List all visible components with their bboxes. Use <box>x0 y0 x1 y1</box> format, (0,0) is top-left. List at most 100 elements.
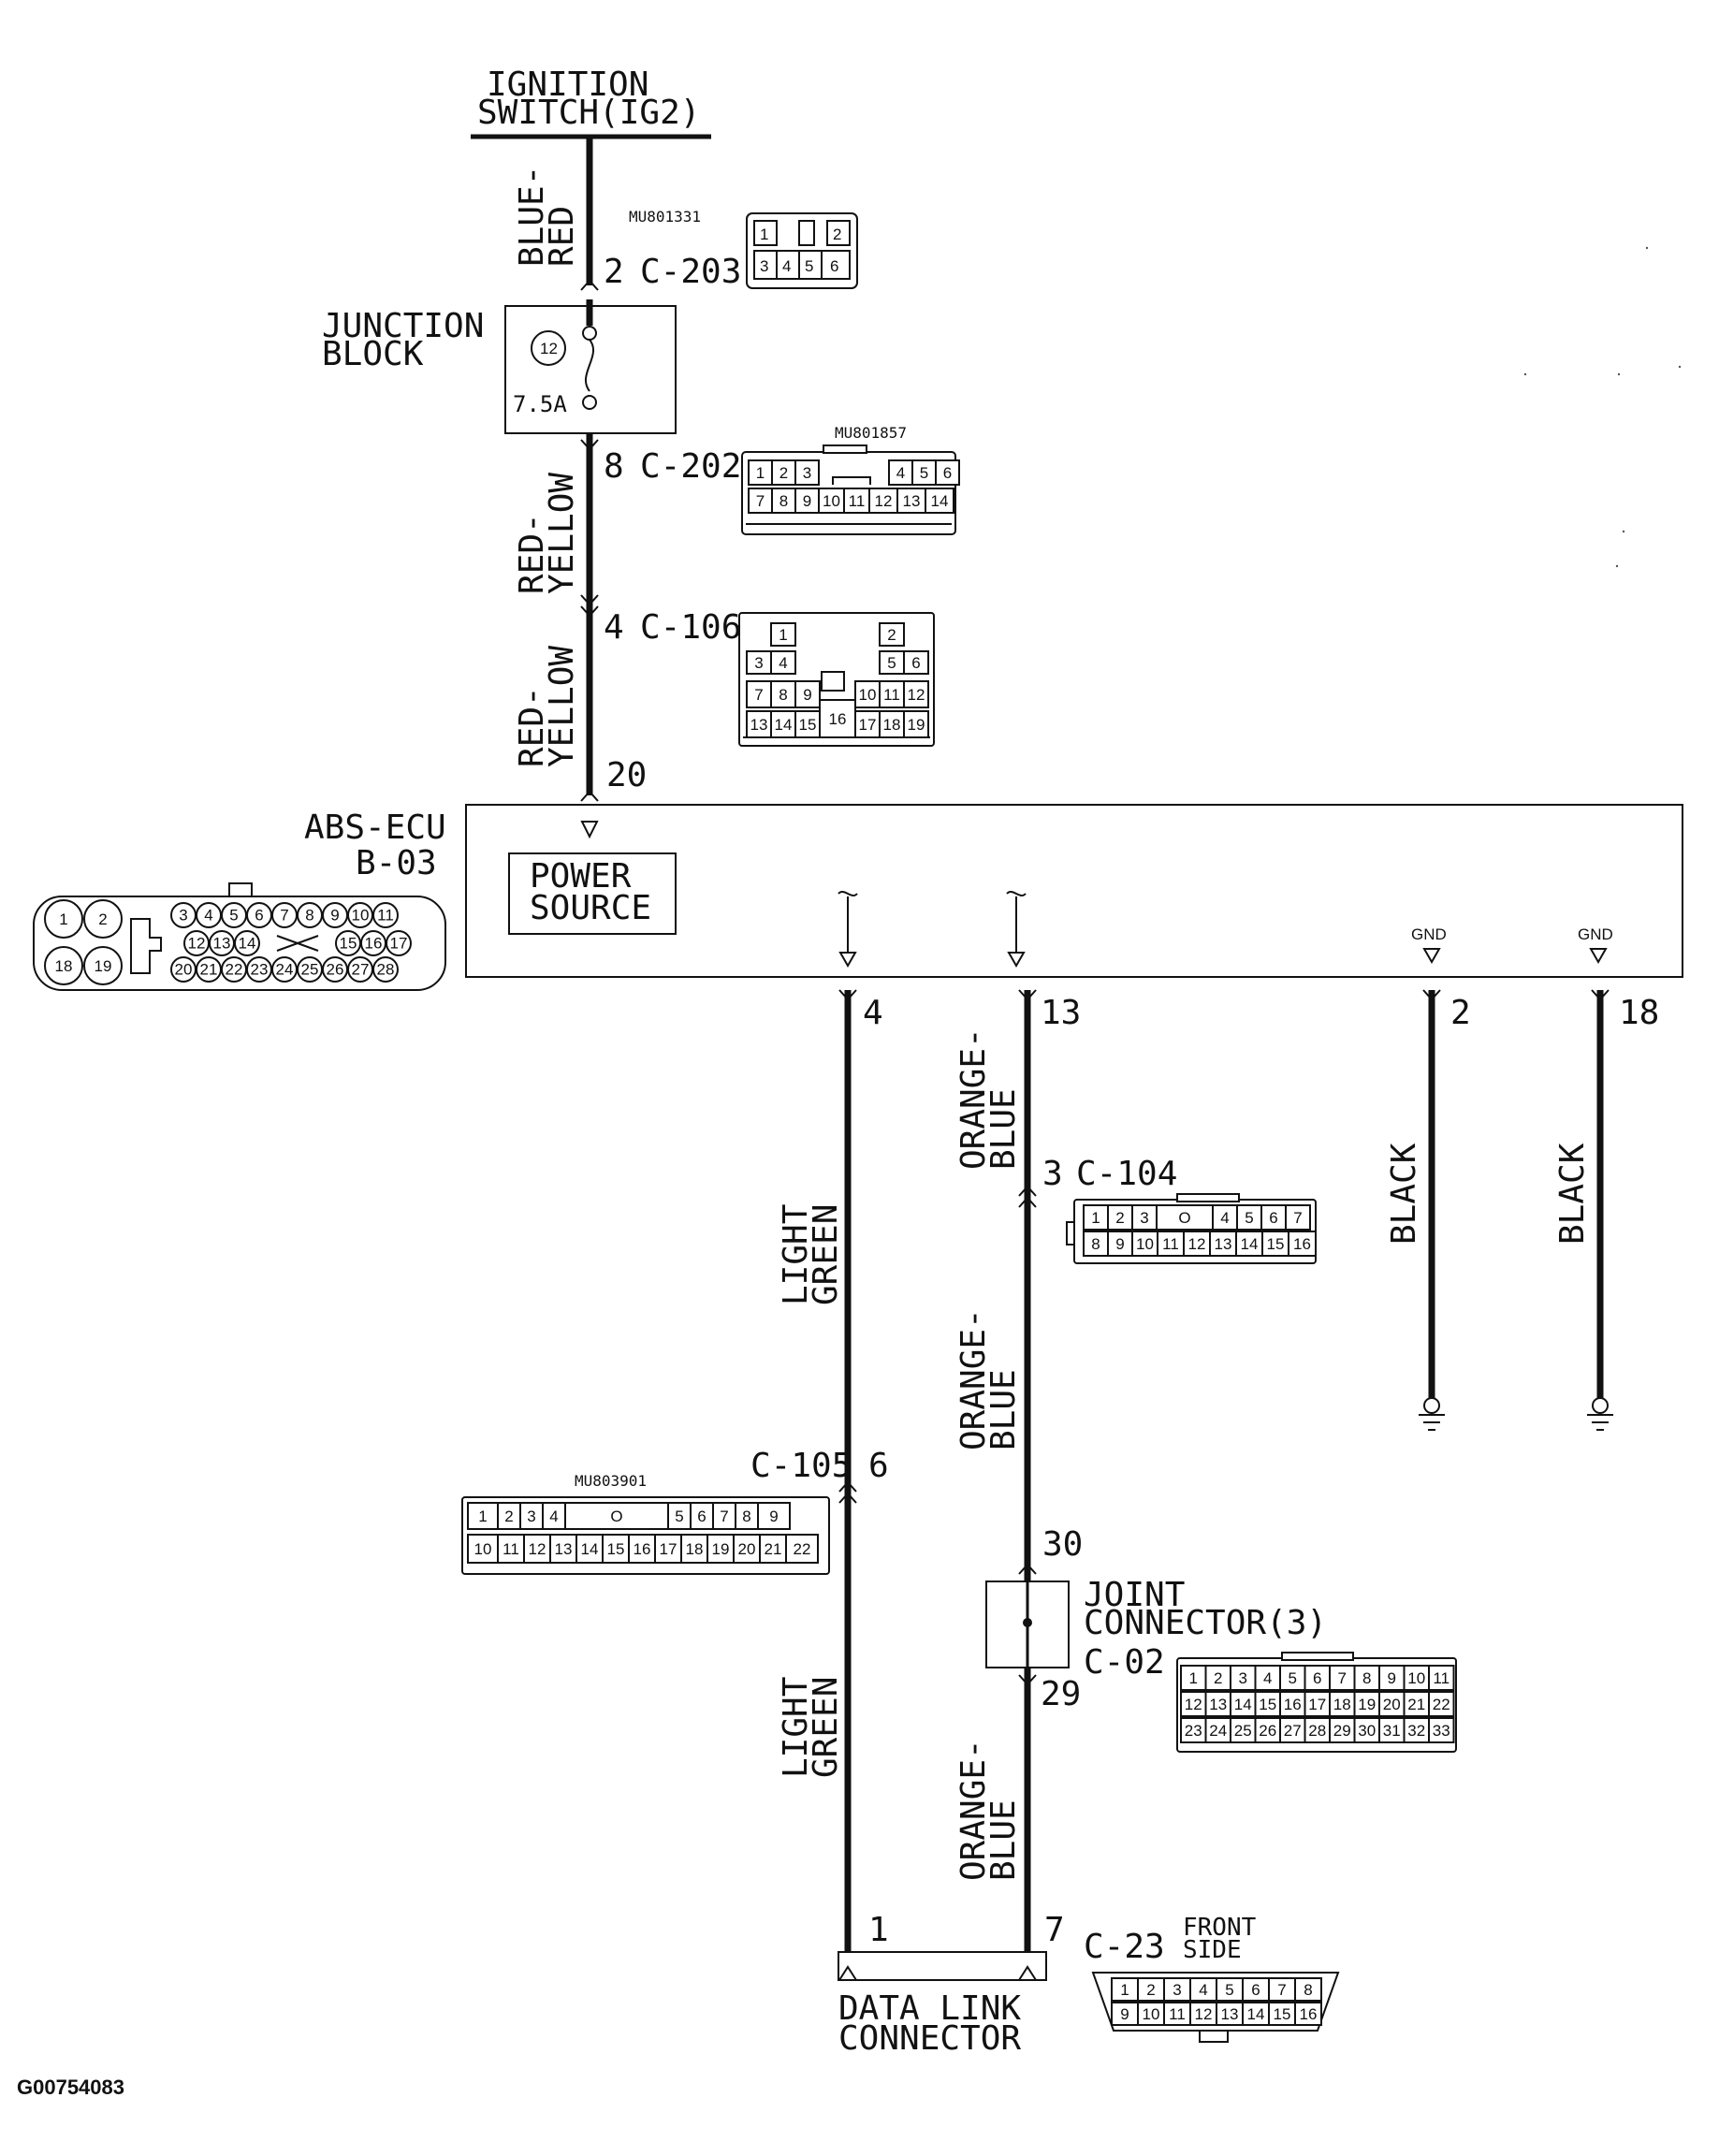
pin-number: 19 <box>1358 1696 1376 1713</box>
pin-cell <box>785 1534 819 1564</box>
pin-jc-out: 29 <box>1041 1675 1081 1713</box>
pin-cell <box>1261 1231 1289 1257</box>
pin-cell <box>1268 1977 1296 2002</box>
pin-number: 25 <box>301 960 319 978</box>
fuse-icon <box>584 339 595 392</box>
pin-number: 20 <box>738 1540 756 1558</box>
pin-cell <box>549 1534 577 1564</box>
pin-cell <box>1329 1665 1356 1691</box>
connector-mu801331: 1 2 3 4 5 6 <box>746 212 858 289</box>
fuse-number: 12 <box>540 340 558 357</box>
pin-number: 19 <box>908 716 925 734</box>
pin-cell <box>819 699 856 738</box>
pin-number: 2 <box>779 464 788 482</box>
pin-cell <box>1209 1231 1237 1257</box>
pin-number: 12 <box>1188 1235 1206 1253</box>
pin-number: 3 <box>527 1508 535 1525</box>
pin-number: 21 <box>765 1540 782 1558</box>
pin-number: 7 <box>754 686 763 704</box>
wire-label-orange-blue-2a: ORANGE- <box>954 1308 993 1450</box>
pin-number: 27 <box>1284 1722 1302 1740</box>
key-notch <box>832 476 871 485</box>
pin-cell <box>1428 1665 1455 1691</box>
pin-cell <box>770 622 796 647</box>
pin-cell <box>1353 1665 1380 1691</box>
pin-cell <box>903 650 929 675</box>
wire-label-orange-blue-3a: ORANGE- <box>954 1739 993 1881</box>
ecu-code: B-03 <box>356 844 437 882</box>
pin-cell <box>771 459 796 486</box>
fuse-terminal-top <box>582 326 597 341</box>
dlc-label-1: DATA LINK <box>838 1989 1021 2028</box>
connector-c02: C-02 <box>1084 1643 1165 1682</box>
pin-number: 11 <box>1162 1235 1179 1253</box>
pin-cell <box>925 488 954 514</box>
pin-mark-gnd1 <box>1422 989 1441 1001</box>
pin-cell <box>1285 1204 1311 1231</box>
connector-c104: C-104 <box>1076 1155 1177 1193</box>
pin: 2 <box>833 226 841 243</box>
pin-number: 4 <box>204 906 212 924</box>
pin-number: 4 <box>1263 1669 1272 1687</box>
pin-number: 27 <box>352 960 370 978</box>
pin-number: 32 <box>1407 1722 1425 1740</box>
pin: 1 <box>760 226 768 243</box>
pin-number: 8 <box>1091 1235 1100 1253</box>
pin: 6 <box>830 257 838 275</box>
pin-cell <box>628 1534 656 1564</box>
connector-c202: C-202 <box>640 447 741 486</box>
pin-number: 11 <box>1433 1669 1449 1687</box>
pin-number: 31 <box>1383 1722 1401 1740</box>
pin-number: 5 <box>1225 1981 1233 1999</box>
pin-number: 14 <box>775 716 793 734</box>
pin-number: 16 <box>634 1540 651 1558</box>
pin-number: 10 <box>474 1540 492 1558</box>
pin-number: 3 <box>803 464 811 482</box>
junction-block-label-1: JUNCTION <box>322 307 484 345</box>
pin-cell <box>854 680 881 708</box>
pin-c202: 8 <box>604 447 624 486</box>
part-number-mu801331: MU801331 <box>629 208 701 226</box>
pin-number: 14 <box>931 492 949 510</box>
pin-cell <box>1230 1691 1257 1717</box>
pin-number: 28 <box>377 960 395 978</box>
pin-cell <box>746 710 772 738</box>
pin-number: 33 <box>1433 1722 1450 1740</box>
pin-number: 10 <box>859 686 877 704</box>
pin-c203: 2 <box>604 253 624 291</box>
pin-cell <box>1403 1691 1430 1717</box>
pin-cell <box>1236 1204 1262 1231</box>
pin-number: 30 <box>1358 1722 1376 1740</box>
pin-number: 8 <box>779 492 788 510</box>
pin-cell <box>1111 2002 1139 2026</box>
pin-cell <box>748 459 773 486</box>
fuse-rating: 7.5A <box>513 391 567 417</box>
pin-number: 7 <box>1293 1209 1302 1227</box>
pin-number: 15 <box>799 716 817 734</box>
pin-cell <box>1353 1691 1380 1717</box>
pin-cell <box>542 1502 566 1530</box>
pin-number: 12 <box>529 1540 546 1558</box>
wire-label-red-yellow-2a: RED- <box>513 686 551 767</box>
pin-cell <box>1230 1665 1257 1691</box>
ecu-name: ABS-ECU <box>304 808 446 847</box>
ground-icon-2 <box>1587 1414 1613 1431</box>
pin-number: 14 <box>1241 1235 1259 1253</box>
pin-number: 10 <box>1136 1235 1154 1253</box>
pin-number: 20 <box>1383 1696 1401 1713</box>
pin-number: 26 <box>327 960 344 978</box>
power-source-label-2: SOURCE <box>530 889 651 927</box>
pin-cell <box>746 680 772 708</box>
power-source-box <box>508 852 677 935</box>
pin-cell <box>1403 1717 1430 1743</box>
pin-number: 26 <box>1259 1722 1276 1740</box>
pin-cell <box>564 1502 669 1530</box>
dlc-label-2: CONNECTOR <box>838 2019 1021 2058</box>
pin-cell <box>1212 1204 1238 1231</box>
ecu-input-arrow <box>580 821 599 839</box>
pin-number: 5 <box>1289 1669 1297 1687</box>
pin-number: 19 <box>95 957 112 975</box>
pin-number: 7 <box>720 1508 728 1525</box>
pin-number: 18 <box>883 716 901 734</box>
pin-mark-ecu-ob <box>1018 989 1037 1001</box>
